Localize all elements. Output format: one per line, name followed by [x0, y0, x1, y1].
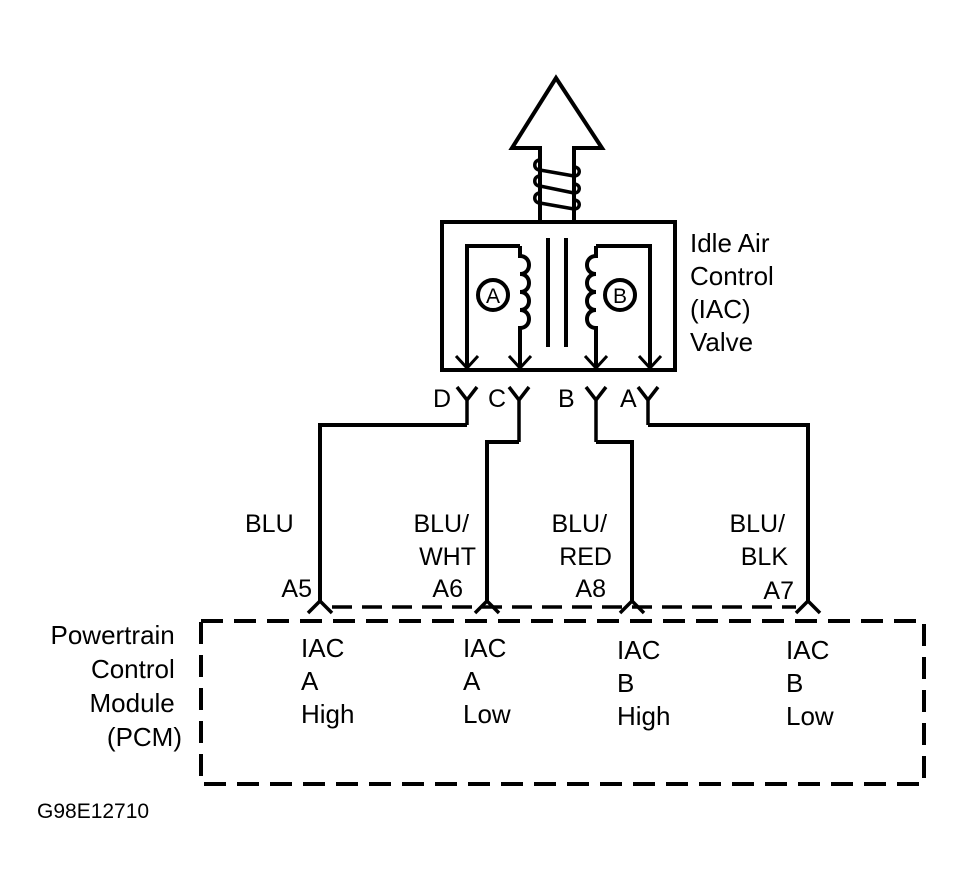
- valve-label-line: Valve: [690, 327, 753, 357]
- pin-c-icon: [507, 385, 531, 442]
- iac-valve-label: Idle Air Control (IAC) Valve: [690, 228, 781, 357]
- valve-label-line: Control: [690, 261, 774, 291]
- pcm-label: Powertrain Control Module (PCM): [50, 620, 182, 752]
- coil-a-symbol: [476, 278, 510, 312]
- coil-a: [465, 244, 531, 366]
- pin-c-label: C: [488, 385, 506, 413]
- pin-b-icon: [584, 385, 608, 442]
- terminal-a8-icon: [618, 598, 646, 615]
- terminal-label: A7: [763, 577, 794, 605]
- pcm-terminals: [306, 598, 822, 615]
- wire-blu-blk: [648, 423, 810, 603]
- terminal-a7-icon: [794, 598, 822, 615]
- iac-valve-body: [440, 220, 677, 372]
- wire-color-label: BLU/ RED: [551, 510, 614, 571]
- terminal-a6-icon: [473, 598, 501, 615]
- wire-blu-red: [596, 440, 634, 603]
- pcm-circuit-iac-a-high: IAC A High: [301, 633, 354, 729]
- pcm-circuit-iac-b-high: IAC B High: [617, 635, 670, 731]
- pin-d-label: D: [433, 385, 451, 413]
- wire-color-label: BLU/ WHT: [413, 510, 476, 571]
- pin-a-label: A: [620, 385, 637, 413]
- wire-blu: [318, 423, 467, 603]
- pin-a-icon: [636, 385, 660, 425]
- valve-label-line: Idle Air: [690, 228, 770, 258]
- coil-a-letter: A: [486, 285, 500, 308]
- figure-id: G98E12710: [37, 800, 149, 823]
- coil-b-symbol: [603, 278, 637, 312]
- pcm-boundary: [199, 619, 926, 786]
- coil-b: [585, 244, 652, 366]
- pin-d-icon: [455, 385, 479, 425]
- wire-blu-wht: [485, 440, 519, 603]
- pin-b-label: B: [558, 385, 575, 413]
- wire-color-label: BLU/ BLK: [729, 510, 792, 571]
- internal-terminal-arrows: [454, 354, 663, 371]
- terminal-label: A8: [575, 575, 606, 603]
- valve-connector-pins: [455, 385, 660, 442]
- wire-color-label: BLU: [245, 510, 294, 538]
- pcm-circuit-iac-b-low: IAC B Low: [786, 635, 837, 731]
- pintle-arrow-icon: [508, 74, 606, 222]
- coil-b-letter: B: [613, 285, 627, 308]
- valve-label-line: (IAC): [690, 294, 751, 324]
- spring-icon: [533, 158, 581, 211]
- terminal-label: A6: [432, 575, 463, 603]
- pcm-circuit-iac-a-low: IAC A Low: [463, 633, 514, 729]
- terminal-label: A5: [281, 575, 312, 603]
- terminal-a5-icon: [306, 598, 334, 615]
